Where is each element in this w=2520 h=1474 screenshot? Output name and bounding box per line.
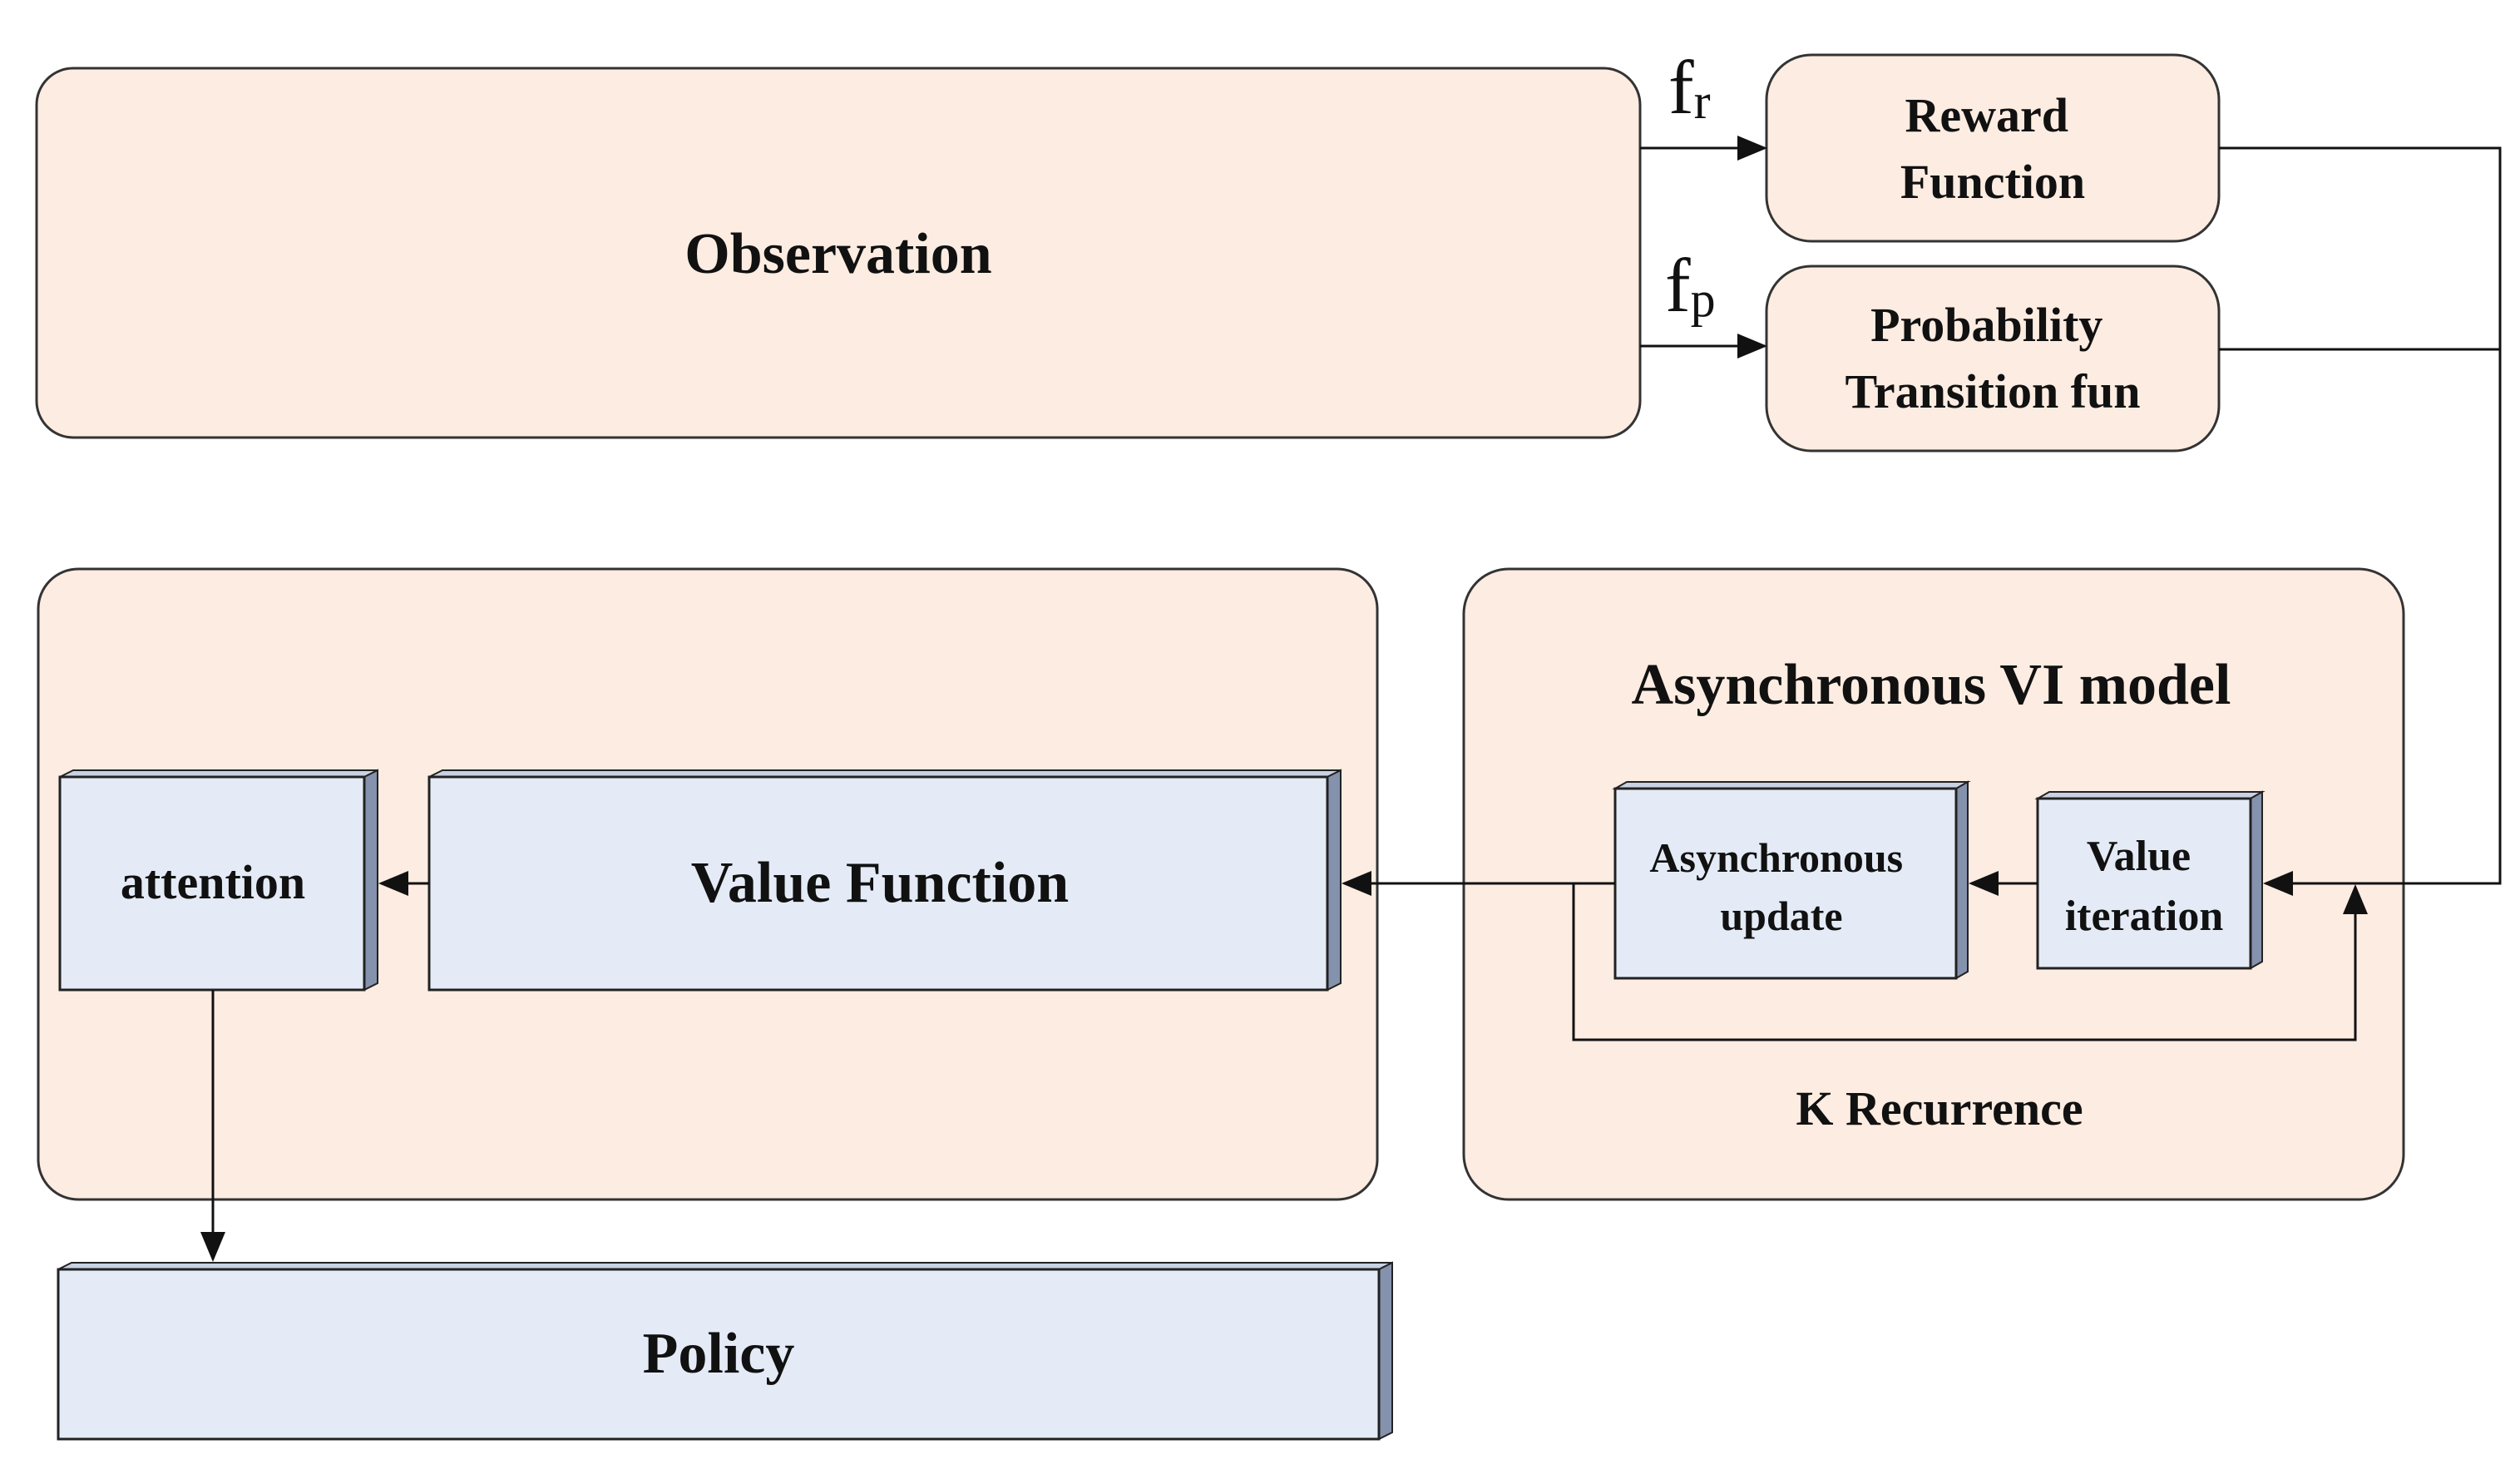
svg-text:Probability Transition f: Probability Transition fun bbox=[1845, 298, 2140, 418]
reward-function-node: Reward Function bbox=[1765, 53, 2221, 243]
probability-transition-node: Probability Transition fun bbox=[1765, 265, 2221, 453]
svg-text:Value iteration: Value iteration bbox=[2065, 833, 2224, 940]
k-recurrence-label: K Recurrence bbox=[1796, 1081, 2083, 1135]
probability-transition-label-line2: Transition fun bbox=[1845, 364, 2140, 418]
attention-label: attention bbox=[121, 855, 305, 909]
async-update-label-line2: update bbox=[1720, 893, 1842, 939]
value-iteration-label-line1: Value bbox=[2087, 833, 2191, 880]
observation-label: Observation bbox=[684, 222, 991, 286]
fr-label: fr bbox=[1668, 45, 1711, 130]
svg-text:Asynchronous update: Asynchronous update bbox=[1649, 834, 1913, 939]
attention-block: attention bbox=[58, 769, 378, 992]
fp-label: fp bbox=[1665, 243, 1716, 328]
value-function-label: Value Function bbox=[691, 851, 1069, 915]
value-iteration-block: Value iteration bbox=[2034, 790, 2266, 970]
reward-function-label-line1: Reward bbox=[1905, 88, 2068, 142]
connector-reward-to-vi bbox=[2219, 146, 2502, 885]
value-function-block: Value Function bbox=[427, 769, 1342, 992]
reward-function-label-line2: Function bbox=[1900, 155, 2085, 209]
fr-label-base: f bbox=[1668, 45, 1694, 130]
policy-block: Policy bbox=[57, 1261, 1393, 1441]
svg-text:Reward Function: Reward Function bbox=[1900, 88, 2085, 209]
value-iteration-label-line2: iteration bbox=[2065, 893, 2224, 940]
probability-transition-label-line1: Probability bbox=[1870, 298, 2102, 352]
fr-label-sub: r bbox=[1694, 74, 1711, 129]
observation-node: Observation bbox=[35, 67, 1642, 439]
fp-label-sub: p bbox=[1691, 272, 1716, 327]
policy-label: Policy bbox=[643, 1322, 795, 1386]
k-recurrence-loop bbox=[1572, 882, 2368, 1041]
async-update-block: Asynchronous update bbox=[1612, 780, 1971, 980]
async-update-label-line1: Asynchronous bbox=[1649, 834, 1903, 881]
fp-label-base: f bbox=[1665, 243, 1691, 328]
vi-model-title: Asynchronous VI model bbox=[1632, 653, 2231, 717]
